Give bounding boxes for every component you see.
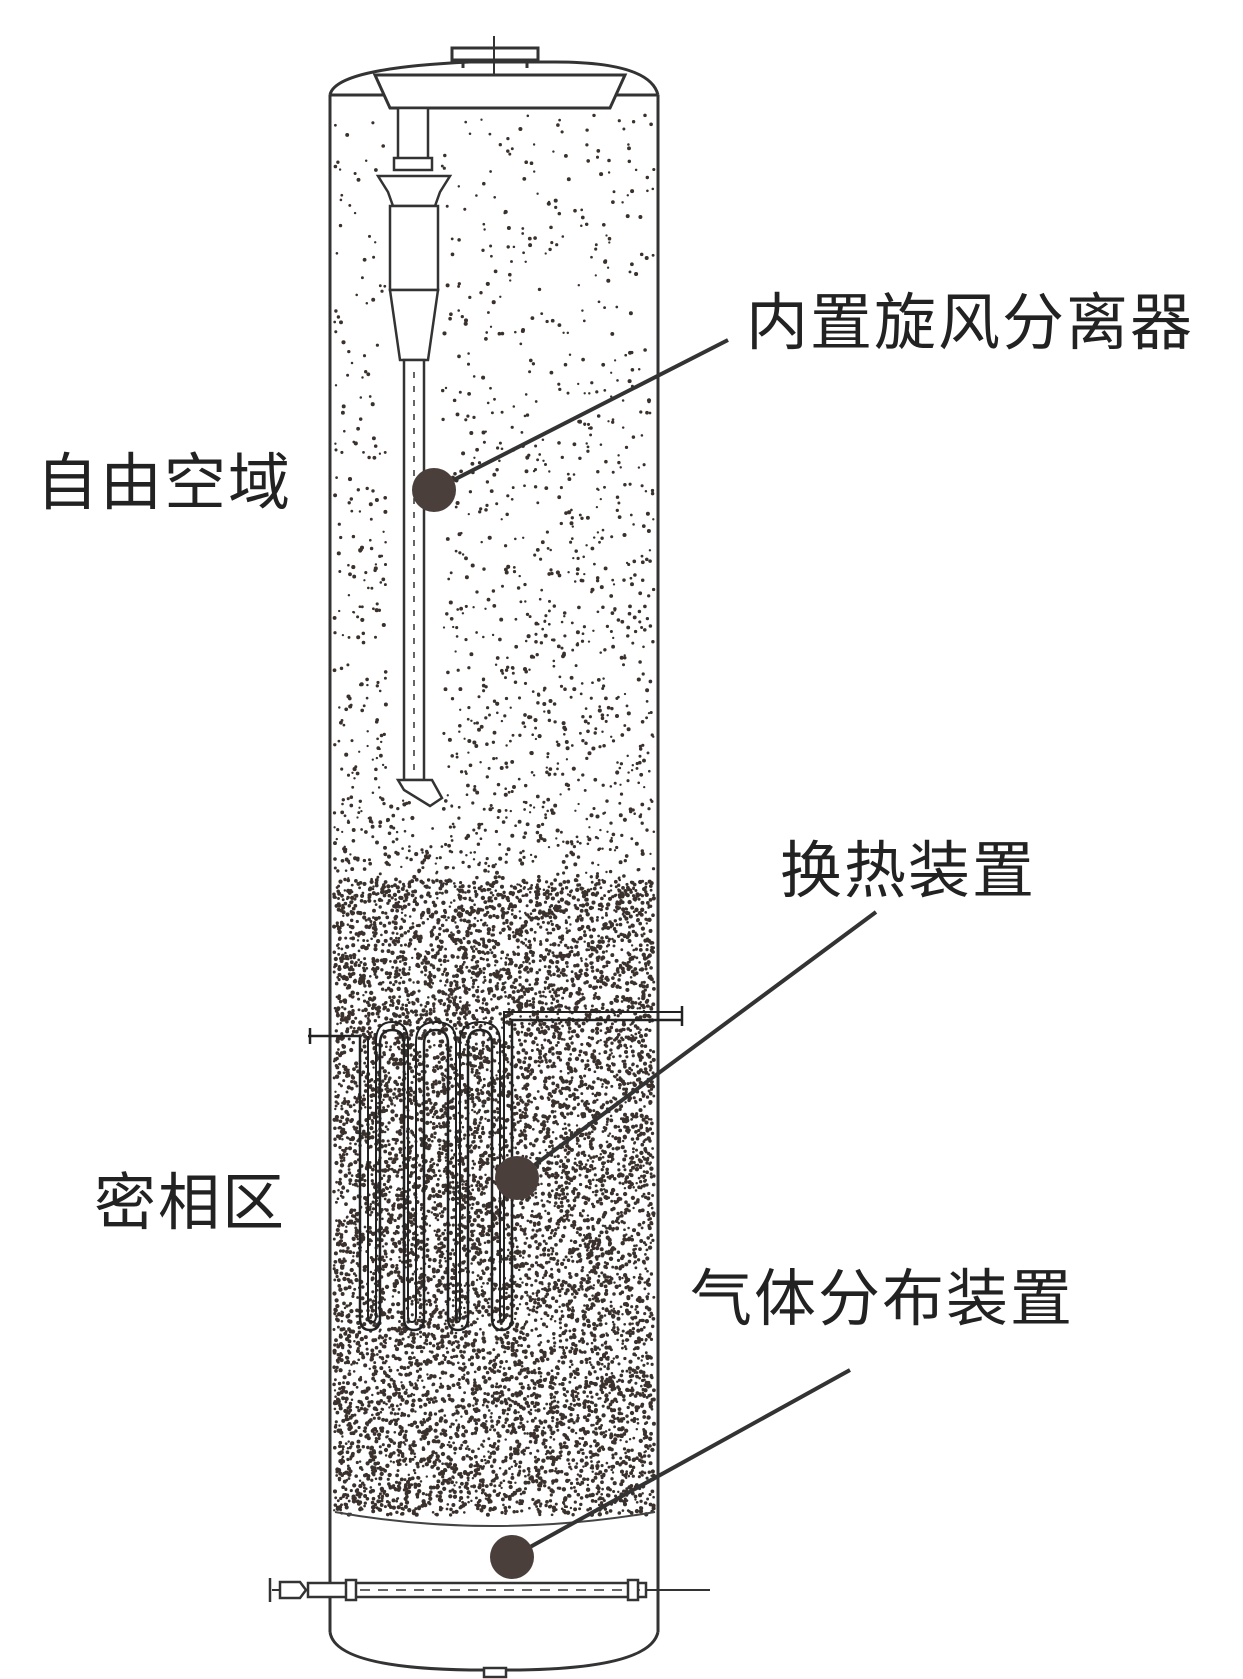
gas-distributor-leader-line (511, 1368, 851, 1559)
freeboard-particles (332, 113, 656, 882)
leader-markers (412, 468, 539, 1579)
top-plenum (372, 73, 628, 110)
gas-distributor-marker (490, 1535, 534, 1579)
heat-exchanger-leader-line (515, 910, 878, 1180)
leader-lines (433, 338, 878, 1559)
heat-exchanger-marker (495, 1156, 539, 1200)
gas-distributor-label: 气体分布装置 (690, 1262, 1075, 1335)
freeboard-label: 自由空域 (36, 446, 293, 519)
heat-exchanger-coil (308, 1006, 684, 1332)
dense-phase-particles (332, 878, 656, 1517)
gas-distributor (268, 1578, 710, 1602)
cyclone-marker (412, 468, 456, 512)
cyclone-separator-label: 内置旋风分离器 (746, 286, 1195, 359)
heat-exchanger-label: 换热装置 (780, 834, 1037, 907)
vessel-shell (328, 60, 660, 1672)
dense-bed-bottom (334, 1511, 656, 1527)
bottom-nozzle (482, 1666, 508, 1679)
cyclone-separator (375, 106, 453, 808)
cyclone-leader-line (433, 338, 729, 492)
dense-phase-label: 密相区 (94, 1166, 287, 1239)
